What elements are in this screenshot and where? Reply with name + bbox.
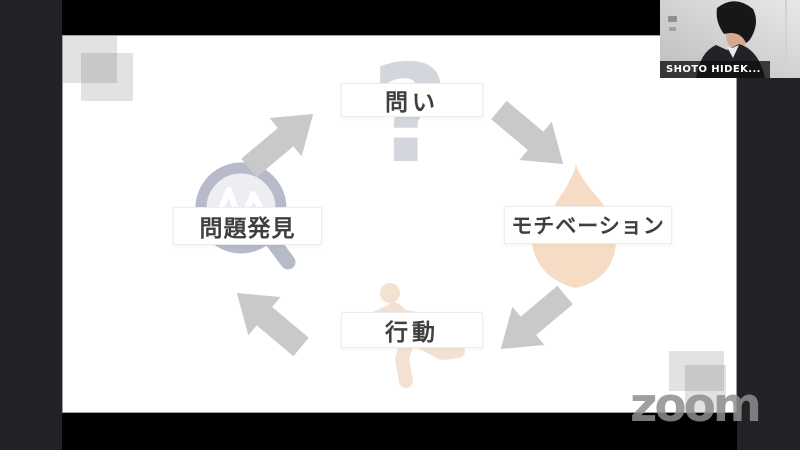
decor-square [685, 365, 726, 412]
self-view-video-tile[interactable]: SHOTO HIDEK... [660, 0, 800, 78]
node-label-problem: 問題発見 [173, 207, 322, 245]
arrow-up-right-icon [230, 92, 332, 190]
node-label-question: 問い [341, 83, 483, 117]
client-background-left [0, 0, 62, 450]
arrow-up-left-icon [218, 271, 320, 369]
presentation-slide: ? [62, 35, 737, 413]
arrow-down-left-icon [482, 273, 584, 371]
arrow-down-right-icon [480, 88, 582, 186]
zoom-watermark: zoom [630, 378, 762, 433]
participant-name-label: SHOTO HIDEK... [660, 61, 770, 78]
decor-square [669, 351, 724, 391]
node-label-action: 行動 [341, 312, 483, 348]
decor-square [81, 53, 133, 101]
decor-square [63, 36, 117, 83]
node-label-motivation: モチベーション [504, 206, 672, 244]
